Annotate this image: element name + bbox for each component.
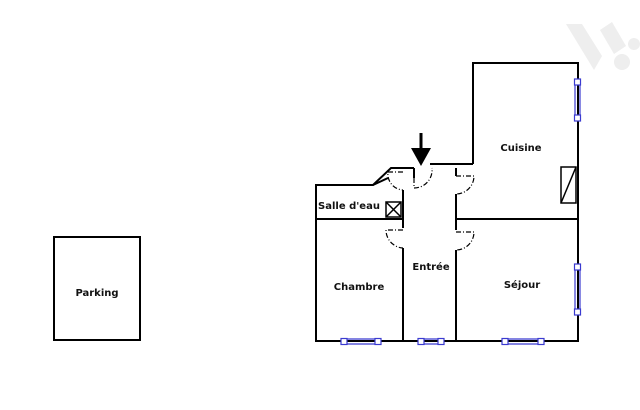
parking-label: Parking (75, 288, 118, 299)
room-label-entree: Entrée (412, 261, 449, 273)
shower-icon (385, 201, 402, 218)
duct-icon (560, 166, 577, 204)
room-label-salle-deau: Salle d'eau (318, 201, 380, 212)
door-swings (385, 167, 475, 251)
logo-watermark (566, 22, 640, 70)
windows (340, 78, 582, 346)
room-label-cuisine: Cuisine (500, 143, 541, 154)
arrow-down-icon (411, 133, 431, 166)
room-label-sejour: Séjour (504, 279, 540, 291)
apartment-walls (315, 62, 579, 342)
parking-outline (53, 236, 141, 341)
room-label-chambre: Chambre (334, 282, 385, 293)
